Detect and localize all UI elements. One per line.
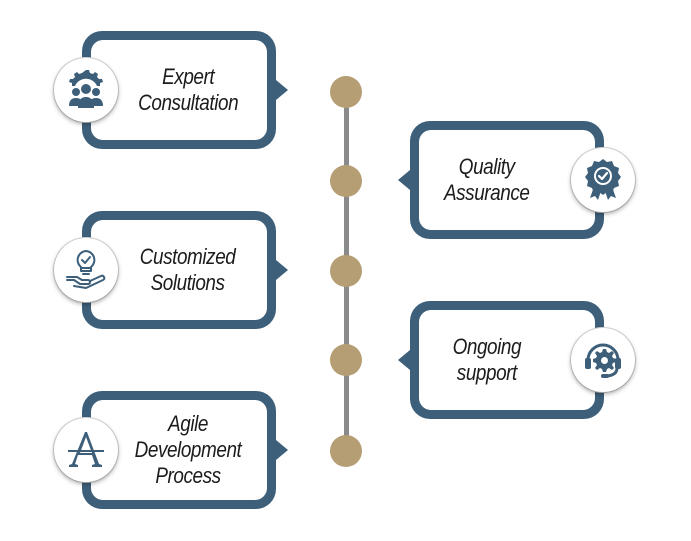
card-pointer bbox=[276, 260, 288, 280]
card-label: Ongoing support bbox=[452, 334, 522, 385]
quality-icon-graphic bbox=[585, 159, 621, 200]
lightbulb-hand-icon bbox=[54, 238, 118, 302]
card-inner: Agile Development Process bbox=[91, 400, 267, 500]
headset-gear-icon bbox=[571, 328, 635, 392]
card-pointer bbox=[276, 80, 288, 100]
card-inner: Quality Assurance bbox=[419, 130, 595, 230]
card-expert-consultation: Expert Consultation bbox=[82, 31, 276, 149]
consultation-team-gear-icon bbox=[54, 58, 118, 122]
agile-letter-a-icon bbox=[54, 418, 118, 482]
card-pointer bbox=[398, 170, 410, 190]
timeline-dot-2 bbox=[330, 165, 362, 197]
card-label: Expert Consultation bbox=[137, 64, 239, 115]
card-quality-assurance: Quality Assurance bbox=[410, 121, 604, 239]
solutions-icon-graphic bbox=[66, 250, 106, 289]
card-customized-solutions: Customized Solutions bbox=[82, 211, 276, 329]
card-pointer bbox=[276, 440, 288, 460]
card-inner: Customized Solutions bbox=[91, 220, 267, 320]
card-inner: Ongoing support bbox=[419, 310, 595, 410]
timeline-dot-1 bbox=[330, 76, 362, 108]
card-inner: Expert Consultation bbox=[91, 40, 267, 140]
timeline-dot-3 bbox=[330, 255, 362, 287]
quality-badge-ribbon-icon bbox=[571, 148, 635, 212]
support-icon-graphic bbox=[585, 343, 621, 378]
card-label: Agile Development Process bbox=[134, 411, 242, 488]
card-label: Quality Assurance bbox=[444, 154, 530, 205]
card-pointer bbox=[398, 350, 410, 370]
consultation-icon-graphic bbox=[69, 70, 103, 108]
timeline-dot-5 bbox=[330, 435, 362, 467]
card-ongoing-support: Ongoing support bbox=[410, 301, 604, 419]
agile-icon-graphic bbox=[68, 432, 104, 467]
timeline-dot-4 bbox=[330, 344, 362, 376]
card-label: Customized Solutions bbox=[140, 244, 236, 295]
